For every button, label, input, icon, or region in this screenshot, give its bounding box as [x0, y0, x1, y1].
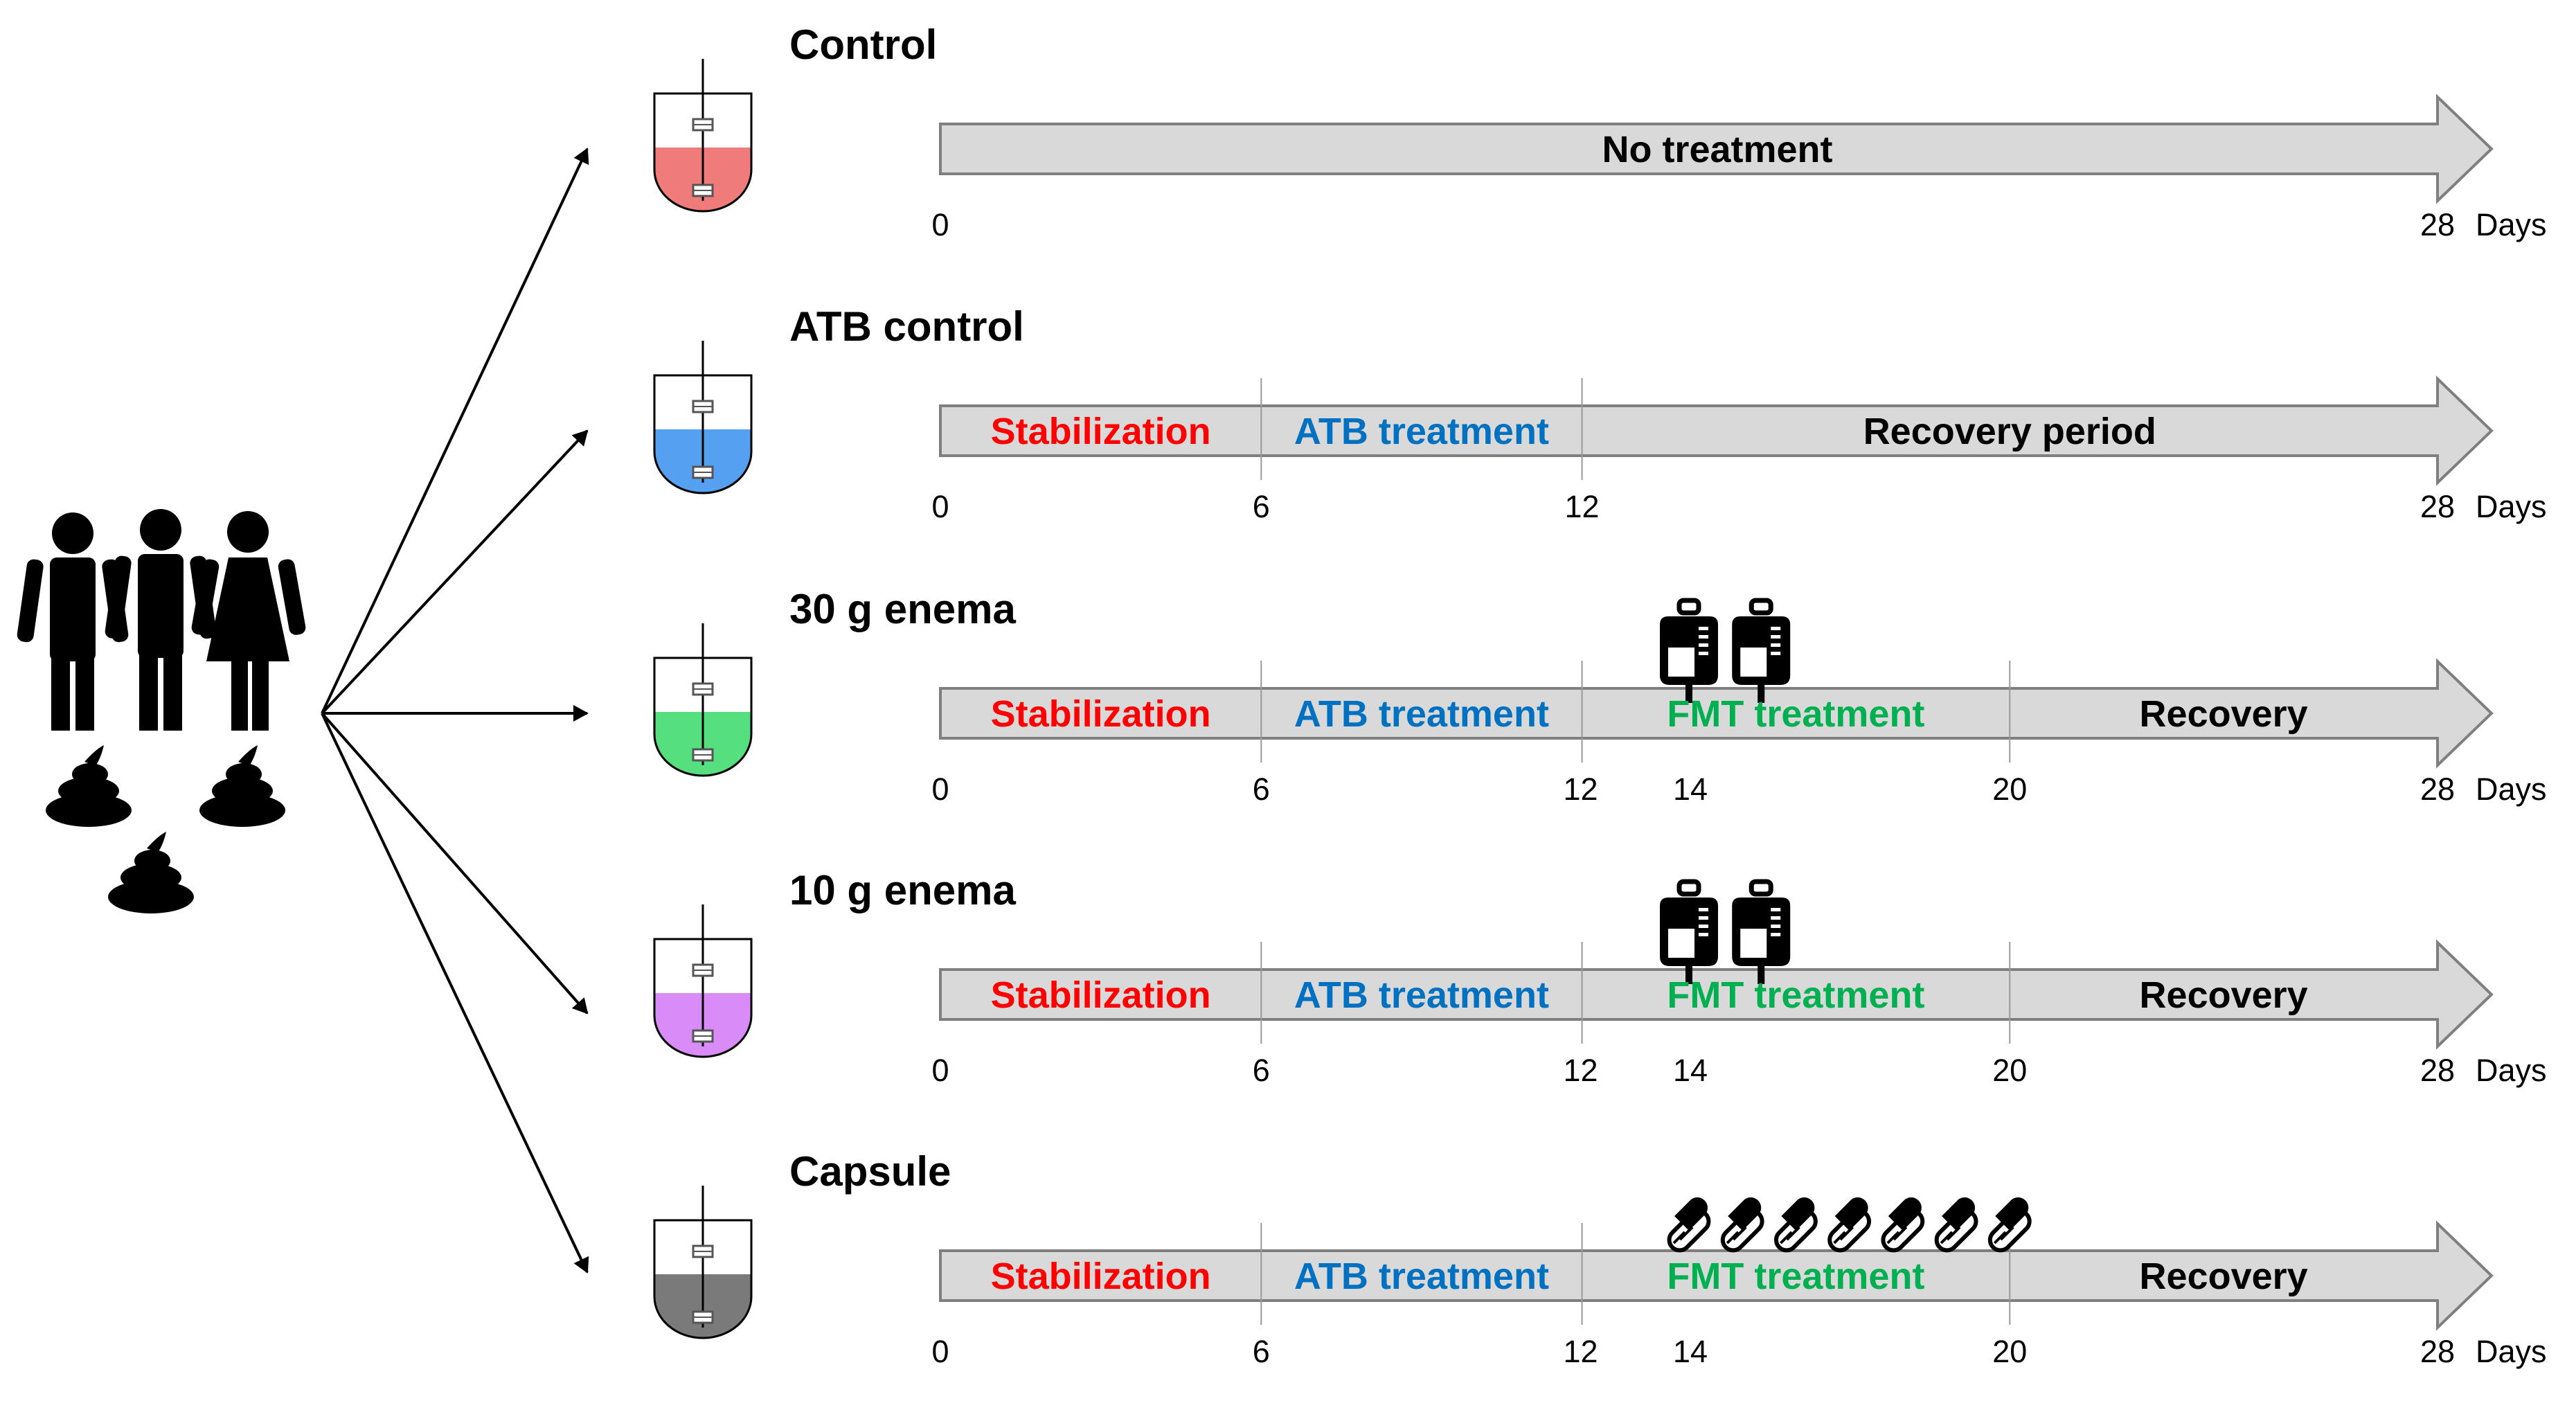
day-tick-label: 6: [1253, 1334, 1270, 1369]
bioreactor-vessel-icon: [653, 904, 753, 1058]
phase-label: FMT treatment: [1667, 693, 1924, 735]
timeline-arrow: [939, 375, 2494, 486]
vessel-outline: [653, 374, 753, 494]
vessel-outline: [653, 657, 753, 777]
vessel-outline: [653, 1219, 753, 1339]
day-tick-label: 6: [1253, 771, 1270, 807]
capsule-icon: [1879, 1197, 1926, 1255]
day-tick-label: 0: [931, 489, 949, 524]
day-tick-label: 28: [2420, 1334, 2455, 1369]
phase-label: ATB treatment: [1294, 1256, 1549, 1297]
bioreactor-vessel-icon: [653, 1186, 753, 1339]
vessel-outline: [653, 938, 753, 1058]
day-tick-label: 6: [1253, 1053, 1270, 1088]
day-tick-label: 0: [931, 1053, 949, 1088]
phase-label: Stabilization: [991, 1256, 1211, 1297]
day-tick-label: 0: [931, 771, 949, 807]
phase-label: FMT treatment: [1667, 974, 1924, 1016]
timeline-arrow: [939, 93, 2494, 204]
timeline-arrow: [939, 1220, 2494, 1331]
phase-label: Recovery period: [1863, 411, 2156, 452]
phase-label: ATB treatment: [1294, 411, 1549, 452]
capsule-icon: [1719, 1197, 1766, 1255]
phase-label: Recovery: [2140, 974, 2308, 1016]
arrow-to-10g-enema: [321, 712, 589, 1015]
group-assignment-arrows: [321, 148, 589, 1274]
phase-label: Stabilization: [991, 411, 1211, 452]
capsule-icon: [1825, 1197, 1873, 1255]
day-tick-label: 28: [2420, 489, 2455, 524]
phase-label: Stabilization: [991, 974, 1211, 1016]
bioreactor-vessel-icon: [653, 59, 753, 213]
day-tick-label: 14: [1673, 1053, 1708, 1088]
woman-icon: [191, 511, 306, 731]
capsule-icon: [1986, 1197, 2034, 1255]
timeline-arrow: [939, 658, 2494, 769]
day-tick-label: 28: [2420, 207, 2455, 242]
day-tick-label: 14: [1673, 1334, 1708, 1369]
phase-label: FMT treatment: [1667, 1256, 1924, 1297]
stool-icon: [199, 745, 285, 827]
day-tick-label: 0: [931, 1334, 949, 1369]
day-tick-label: 28: [2420, 771, 2455, 807]
group-title: 10 g enema: [789, 867, 1016, 913]
vessel-outline: [653, 92, 753, 213]
arrow-to-control: [321, 148, 589, 714]
days-unit-label: Days: [2476, 771, 2547, 807]
capsule-icon: [1665, 1197, 1712, 1255]
group-row-control: Control No treatment 0 28 Days: [653, 21, 2547, 242]
phase-label: No treatment: [1602, 129, 1832, 170]
bioreactor-vessel-icon: [653, 341, 753, 494]
day-tick-label: 12: [1565, 489, 1600, 524]
bioreactor-vessel-icon: [653, 623, 753, 777]
arrow-to-atb-control: [321, 429, 589, 715]
stool-icon: [46, 745, 132, 827]
capsule-icon: [1932, 1197, 1980, 1255]
group-title: Control: [789, 21, 937, 68]
phase-label: Recovery: [2140, 693, 2308, 735]
days-unit-label: Days: [2476, 489, 2547, 524]
day-tick-label: 12: [1564, 1334, 1598, 1369]
stool-icon: [108, 832, 194, 913]
day-tick-label: 12: [1564, 1053, 1598, 1088]
group-title: 30 g enema: [789, 586, 1016, 632]
days-unit-label: Days: [2476, 1053, 2547, 1088]
phase-label: ATB treatment: [1294, 693, 1549, 735]
group-title: Capsule: [789, 1148, 951, 1195]
day-tick-label: 0: [931, 207, 949, 242]
phase-label: ATB treatment: [1294, 974, 1549, 1016]
day-tick-label: 28: [2420, 1053, 2455, 1088]
day-tick-label: 12: [1564, 771, 1598, 807]
arrow-to-capsule: [321, 713, 589, 1274]
days-unit-label: Days: [2476, 1334, 2547, 1369]
days-unit-label: Days: [2476, 207, 2547, 242]
phase-label: Stabilization: [991, 693, 1211, 735]
phase-label: Recovery: [2140, 1256, 2308, 1297]
group-title: ATB control: [789, 303, 1024, 350]
day-tick-label: 20: [1992, 1334, 2027, 1369]
capsule-icon: [1772, 1197, 1820, 1255]
day-tick-label: 20: [1992, 771, 2027, 807]
timeline-arrow: [939, 939, 2494, 1050]
day-tick-label: 6: [1253, 489, 1270, 524]
day-tick-label: 14: [1673, 771, 1708, 807]
day-tick-label: 20: [1992, 1053, 2027, 1088]
donor-group-icon: [17, 509, 306, 731]
